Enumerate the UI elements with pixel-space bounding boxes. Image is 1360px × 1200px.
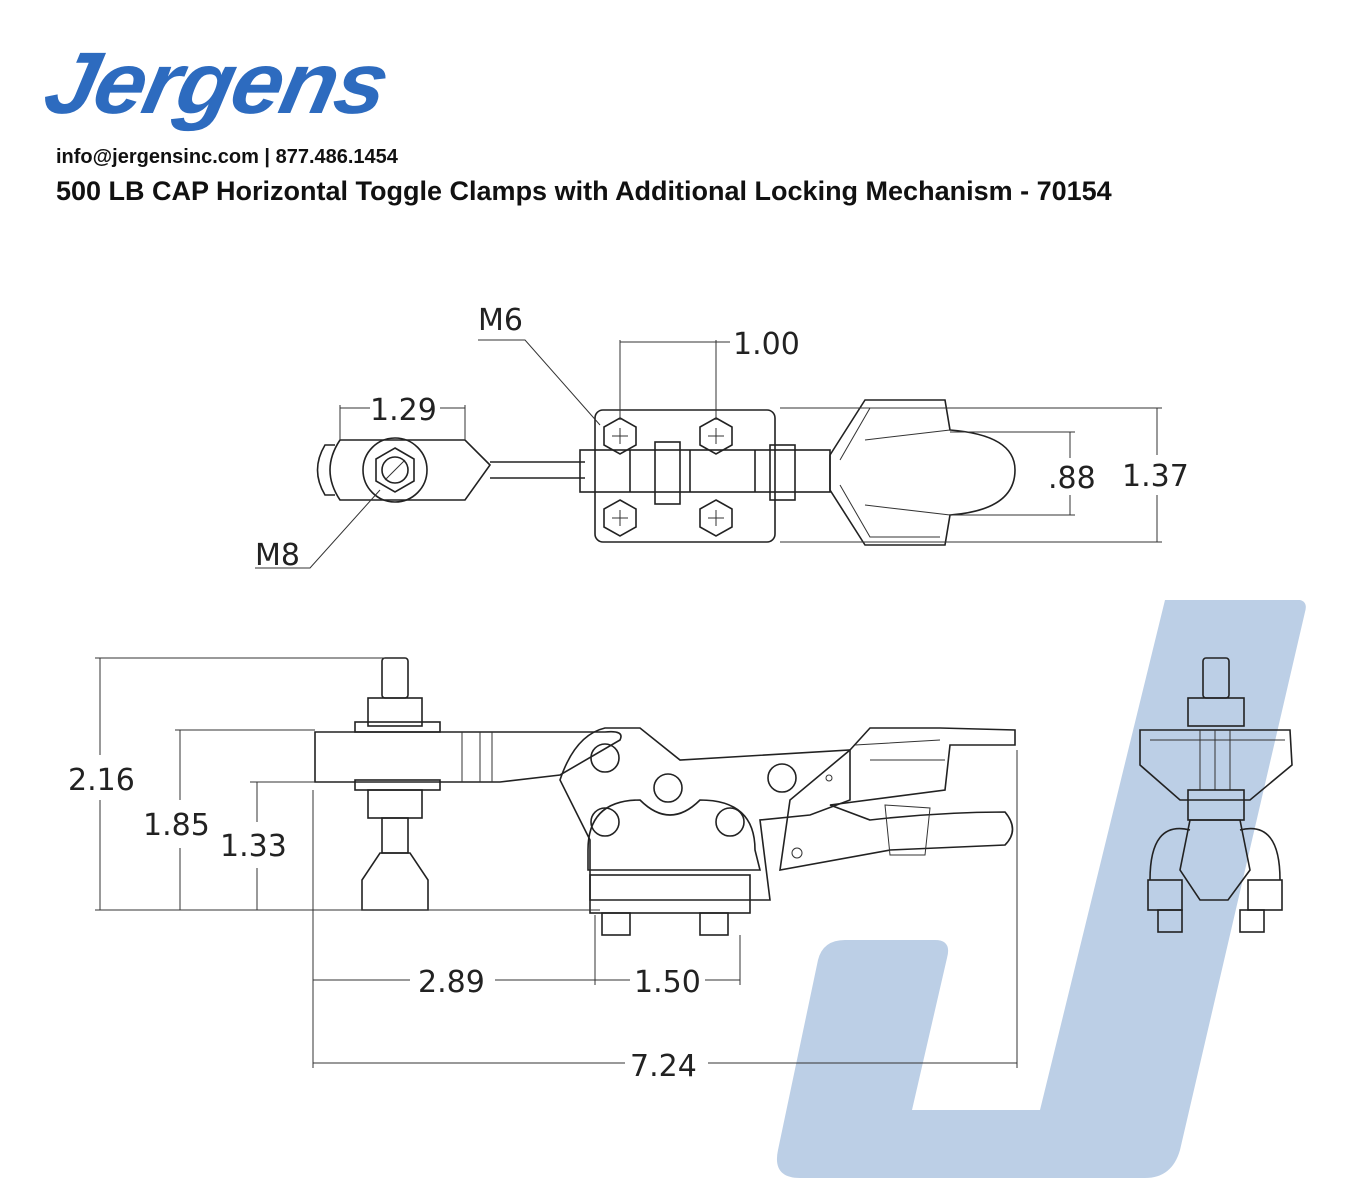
dim-arm-height: 1.85 xyxy=(143,808,210,843)
dim-overall-length: 7.24 xyxy=(630,1049,697,1084)
watermark-j xyxy=(776,600,1306,1178)
side-view: 2.16 1.85 1.33 2.89 1.50 7.24 xyxy=(68,657,1018,1084)
dim-reach: 2.89 xyxy=(418,965,485,1000)
dim-overall-height: 2.16 xyxy=(68,763,135,798)
top-view: M6 M8 1.00 1.29 .88 1.37 xyxy=(255,303,1189,573)
dim-bolt-spacing: 1.00 xyxy=(733,327,800,362)
dim-spindle-slot: 1.29 xyxy=(370,393,437,428)
end-view xyxy=(1139,657,1293,933)
label-m8: M8 xyxy=(255,538,300,573)
product-title: 500 LB CAP Horizontal Toggle Clamps with… xyxy=(56,176,1112,206)
dim-spindle-height: 1.33 xyxy=(220,829,287,864)
label-m6: M6 xyxy=(478,303,523,338)
dim-base: 1.50 xyxy=(634,965,701,1000)
dim-outer-width: 1.37 xyxy=(1122,459,1189,494)
dim-inner-width: .88 xyxy=(1048,461,1096,496)
contact-info: info@jergensinc.com | 877.486.1454 xyxy=(56,146,398,168)
